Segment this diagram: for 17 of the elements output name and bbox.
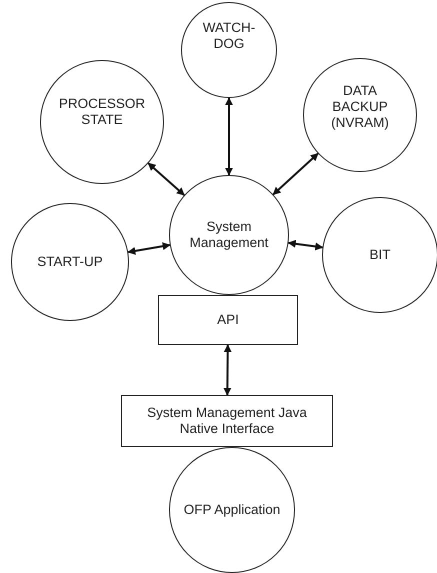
node-label: System Management Java Native Interface (146, 404, 308, 438)
arrow (127, 242, 171, 255)
process-box (121, 395, 333, 447)
node-label: OFP Application (182, 502, 282, 518)
process-box (158, 295, 298, 345)
arrow (225, 97, 233, 176)
node-label: DATA BACKUP (NVRAM) (330, 82, 390, 132)
node-label: API (216, 312, 240, 328)
arrow (148, 162, 185, 196)
node-label: WATCH-DOG (202, 20, 256, 52)
node-label: BIT (368, 246, 392, 264)
node-label: START-UP (36, 254, 104, 270)
node-label: System Management (188, 218, 270, 252)
arrow (272, 152, 319, 196)
arrow (288, 240, 324, 250)
arrow (223, 344, 232, 396)
node-label: PROCESSOR STATE (58, 96, 146, 128)
